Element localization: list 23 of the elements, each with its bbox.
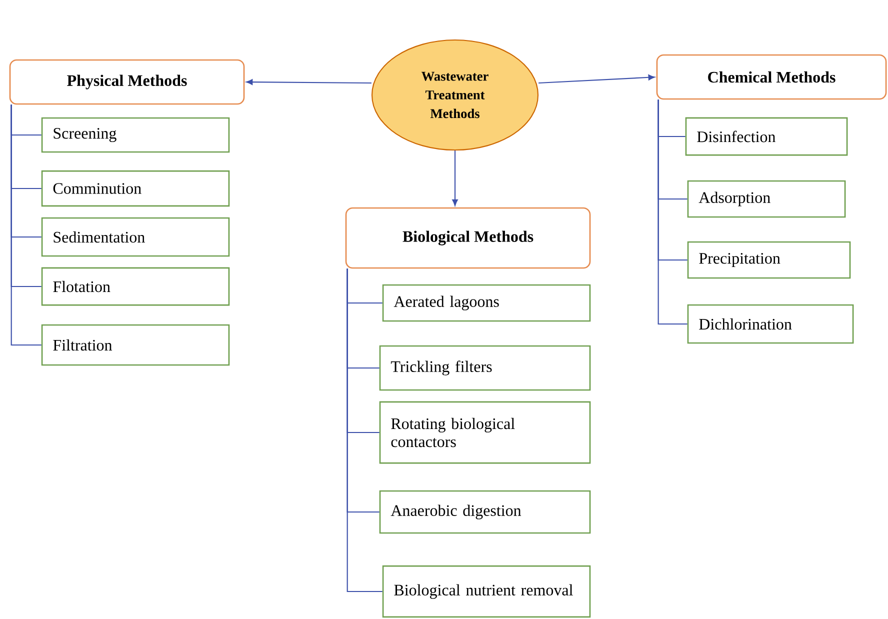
connector-line bbox=[346, 268, 382, 592]
category-box: Biological Methods bbox=[345, 207, 591, 269]
method-box: Flotation bbox=[41, 267, 230, 306]
method-box: Filtration bbox=[41, 324, 230, 366]
arrow bbox=[538, 74, 655, 84]
method-box: Adsorption bbox=[687, 180, 846, 218]
category-box: Physical Methods bbox=[9, 59, 245, 105]
connector-line bbox=[10, 104, 42, 346]
method-box: Biological nutrient removal bbox=[382, 565, 591, 618]
method-box: Trickling filters bbox=[379, 345, 591, 391]
category-box: Chemical Methods bbox=[656, 54, 887, 100]
connector-line bbox=[658, 100, 688, 325]
method-box: Rotating biological contactors bbox=[379, 401, 591, 464]
method-box: Disinfection bbox=[685, 117, 848, 156]
method-box: Anaerobic digestion bbox=[379, 490, 591, 534]
method-box: Precipitation bbox=[687, 241, 851, 279]
arrow bbox=[452, 150, 458, 206]
method-box: Sedimentation bbox=[41, 217, 230, 257]
method-box: Screening bbox=[41, 117, 230, 153]
method-box: Comminution bbox=[41, 170, 230, 207]
method-box: Aerated lagoons bbox=[382, 284, 591, 322]
arrow bbox=[246, 79, 372, 85]
method-box: Dichlorination bbox=[687, 304, 854, 344]
